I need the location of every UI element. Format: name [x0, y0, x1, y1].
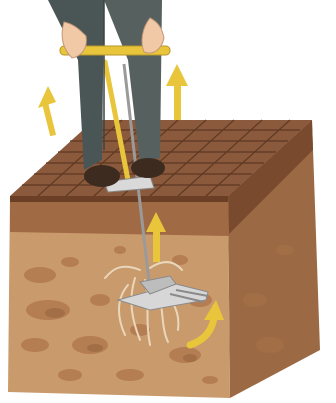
up-arrow-icon — [38, 86, 56, 136]
up-arrow-icon — [166, 64, 188, 120]
soil-topsoil-dark-line — [10, 196, 228, 202]
